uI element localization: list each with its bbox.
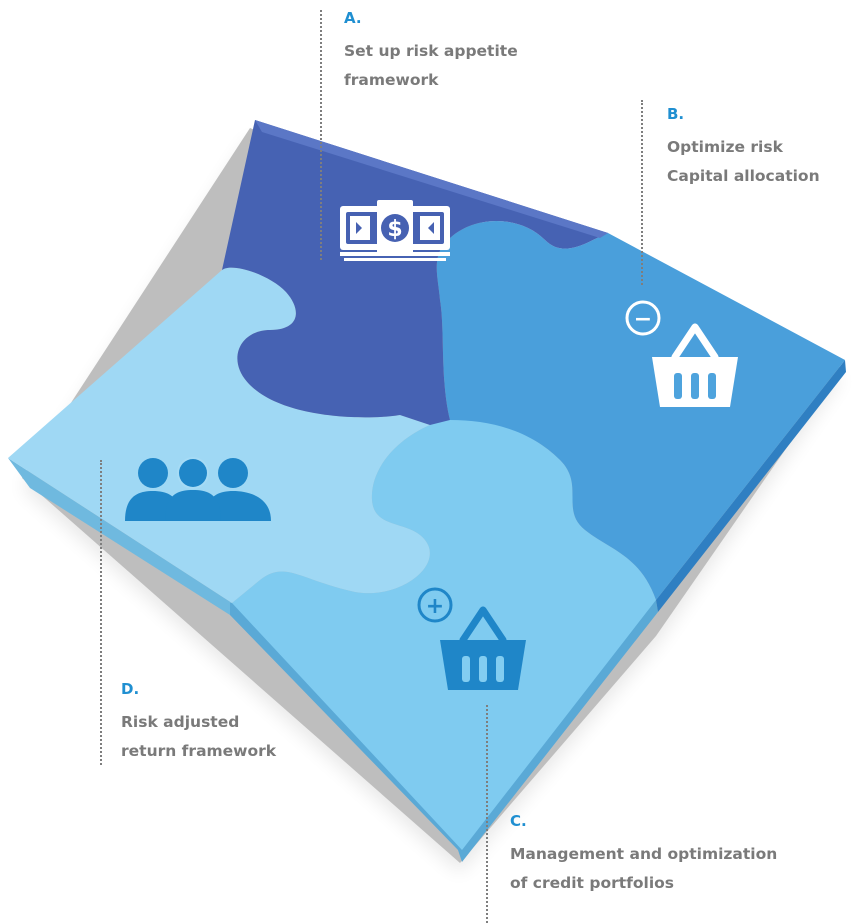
piece-d-edge: [8, 458, 232, 615]
basket-minus-icon: −: [625, 300, 738, 407]
money-icon: $: [340, 200, 450, 261]
leader-line-a: [320, 10, 322, 260]
piece-a: [222, 120, 608, 425]
leader-line-b: [641, 100, 643, 285]
people-icon: [125, 457, 271, 521]
plus-glyph: +: [426, 594, 444, 619]
label-d-title: Risk adjusted return framework: [121, 713, 277, 760]
label-c-letter: C.: [510, 812, 527, 830]
basket-plus-icon: +: [417, 587, 526, 690]
leader-line-d: [100, 460, 102, 765]
piece-b-edge: [656, 360, 846, 612]
minus-glyph: −: [634, 307, 652, 332]
piece-d: [8, 267, 430, 603]
label-c: C. Management and optimization of credit…: [510, 812, 777, 898]
label-a: A. Set up risk appetite framework: [344, 9, 518, 95]
piece-a-highlight: [255, 120, 608, 238]
label-a-letter: A.: [344, 9, 362, 27]
dollar-glyph: $: [387, 217, 402, 242]
piece-c: [232, 417, 656, 850]
label-a-title: Set up risk appetite framework: [344, 42, 518, 89]
leader-line-c: [486, 705, 488, 923]
label-b-title: Optimize risk Capital allocation: [667, 138, 820, 185]
label-b: B. Optimize risk Capital allocation: [667, 105, 820, 191]
label-c-title: Management and optimization of credit po…: [510, 845, 778, 892]
label-d: D. Risk adjusted return framework: [121, 680, 276, 766]
label-d-letter: D.: [121, 680, 140, 698]
piece-b: [436, 220, 845, 600]
label-b-letter: B.: [667, 105, 685, 123]
